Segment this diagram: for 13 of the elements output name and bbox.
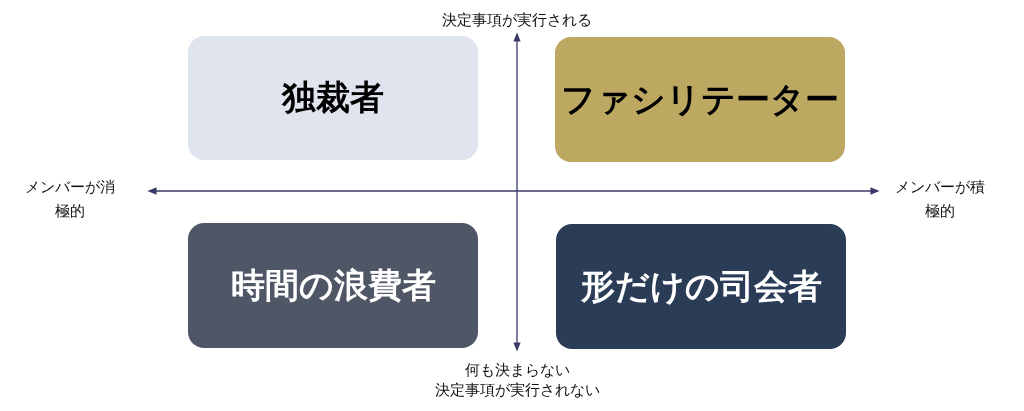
axis-label: 何も決まらない [463, 360, 571, 381]
axis-label: メンバーが積極的 [895, 177, 985, 222]
quadrant-box [188, 36, 478, 160]
quadrant-box [555, 37, 845, 162]
quadrant-box [556, 224, 846, 349]
axis-label: 決定事項が実行されない [433, 380, 601, 401]
axis-label: 決定事項が実行される [441, 10, 593, 31]
axis-label: メンバーが消極的 [25, 177, 115, 222]
quadrant-title: ファシリテーター [561, 77, 839, 121]
quadrant-title: 形だけの司会者 [580, 264, 822, 308]
quadrant-title: 独裁者 [282, 76, 384, 119]
quadrant-box [188, 223, 478, 348]
quadrant-title: 時間の浪費者 [230, 263, 436, 307]
